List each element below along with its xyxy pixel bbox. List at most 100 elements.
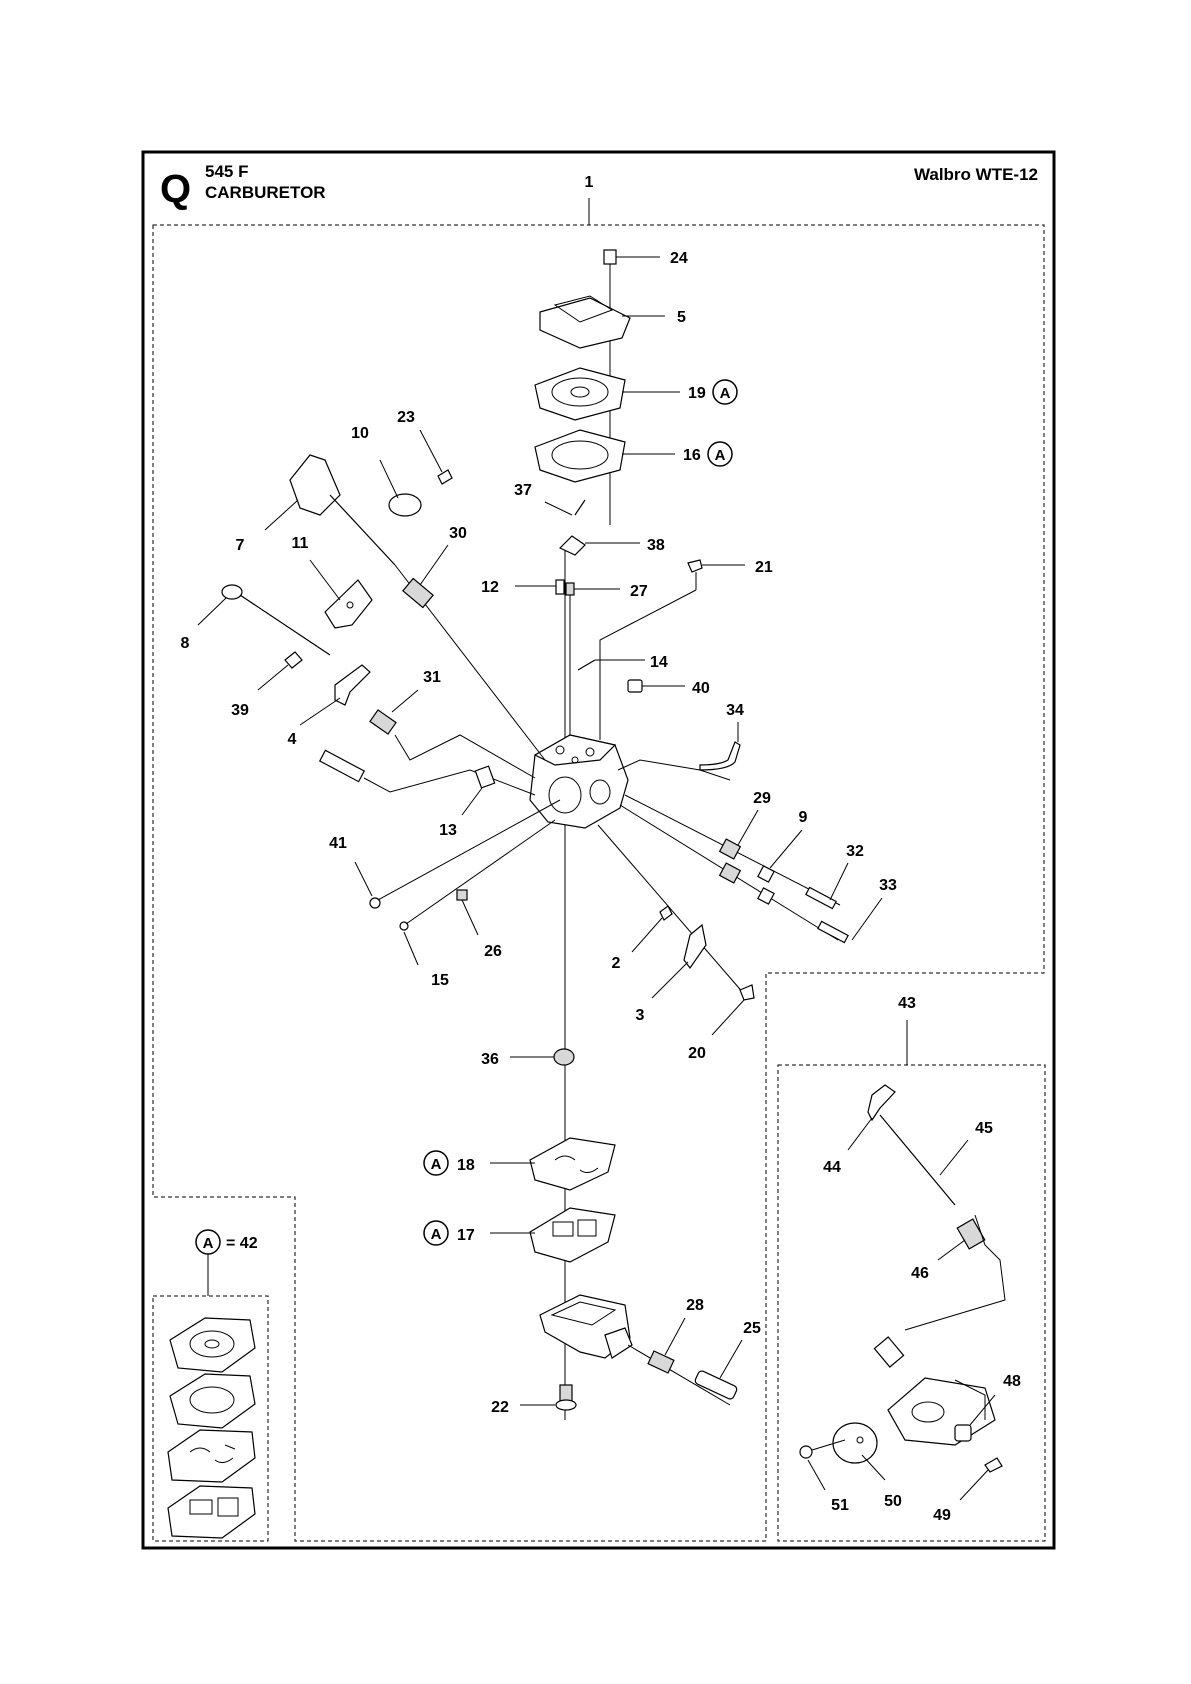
callout-19: 19: [688, 385, 706, 402]
hose-34: [617, 722, 741, 781]
callout-24: 24: [670, 250, 688, 267]
plug-41: [354, 799, 561, 909]
kit-marker-letter: A: [203, 1235, 214, 1252]
axis-lever: [597, 824, 746, 996]
callout-33: 33: [879, 877, 897, 894]
marker-a-16-letter: A: [715, 447, 726, 464]
shaft-45: [879, 1114, 969, 1206]
needle-25: [694, 1339, 743, 1400]
nut-51: [799, 1439, 846, 1491]
callout-38: 38: [647, 537, 665, 554]
callout-13: 13: [439, 822, 457, 839]
callout-22: 22: [491, 1399, 509, 1416]
callout-18: 18: [457, 1157, 475, 1174]
spring-30: [402, 544, 449, 609]
gasket-18: [490, 1137, 616, 1191]
pin-37: [544, 499, 586, 516]
lever-3: [651, 923, 707, 999]
marker-a-18: [423, 1150, 449, 1176]
filter-screen-36: [510, 1048, 575, 1066]
fitting-13: [461, 765, 496, 816]
spring-26: [456, 889, 479, 936]
throttle-shaft-7: [264, 454, 546, 761]
housing-43: [887, 1377, 996, 1446]
callout-9: 9: [799, 809, 808, 826]
fitting-48: [954, 1394, 996, 1442]
screw-49: [959, 1457, 1003, 1501]
screw-23: [419, 429, 453, 485]
kit-gasket-1: [169, 1373, 256, 1429]
callout-2: 2: [612, 955, 621, 972]
callout-45: 45: [975, 1120, 993, 1137]
callout-40: 40: [692, 680, 710, 697]
outer-frame: [141, 150, 1056, 1550]
callout-37: 37: [514, 482, 532, 499]
screw-33: [817, 897, 883, 944]
spring-46: [904, 1214, 1006, 1331]
spring-27: [565, 582, 620, 596]
marker-a-17-letter: A: [431, 1226, 442, 1243]
disc-50: [832, 1422, 886, 1481]
marker-a-19: [712, 379, 738, 405]
callout-20: 20: [688, 1045, 706, 1062]
callout-10: 10: [351, 425, 369, 442]
screw-22: [520, 1384, 577, 1411]
screw-32: [805, 862, 849, 910]
choke-shaft-8: [197, 584, 331, 656]
choke-valve-11: [309, 559, 373, 629]
callout-44: 44: [823, 1159, 841, 1176]
callout-11: 11: [292, 535, 309, 552]
choke-lever-4: [299, 664, 371, 726]
subassembly-43-boundary: [777, 1064, 1046, 1542]
marker-a-17: [423, 1220, 449, 1246]
screw-20: [711, 984, 755, 1036]
callout-39: 39: [231, 702, 249, 719]
callout-43: 43: [898, 995, 916, 1012]
gasket-16: [534, 429, 675, 483]
kit-diaphragm-2: [167, 1485, 256, 1539]
callout-21: 21: [755, 559, 773, 576]
carburetor-body: [529, 734, 629, 829]
callout-50: 50: [884, 1493, 902, 1510]
assembly-boundary: [152, 224, 1045, 1542]
lever-44: [847, 1084, 896, 1151]
callout-17: 17: [457, 1227, 475, 1244]
pump-cover-5: [539, 295, 665, 349]
spring-29: [718, 809, 759, 884]
callout-32: 32: [846, 843, 864, 860]
marker-a-18-letter: A: [431, 1156, 442, 1173]
kit-gasket-2: [167, 1429, 256, 1483]
callout-36: 36: [481, 1051, 499, 1068]
callout-3: 3: [636, 1007, 645, 1024]
washer-9: [757, 829, 803, 905]
section-letter: Q: [160, 167, 191, 211]
kit-box: [152, 1295, 269, 1542]
spring-31: [369, 689, 536, 779]
diaphragm-19: [534, 367, 680, 421]
sleeve: [318, 749, 536, 796]
page-title: CARBURETOR: [205, 183, 326, 202]
marker-a-16: [707, 441, 733, 467]
callout-26: 26: [484, 943, 502, 960]
plug-40: [627, 679, 685, 693]
screw-39: [257, 651, 303, 691]
model-label: 545 F: [205, 162, 248, 181]
kit-diaphragm-1: [169, 1317, 256, 1373]
callout-28: 28: [686, 1297, 704, 1314]
callout-29: 29: [753, 790, 771, 807]
marker-a-19-letter: A: [720, 385, 731, 402]
callout-51: 51: [831, 1497, 849, 1514]
callout-30: 30: [449, 525, 467, 542]
sleeve-43: [873, 1336, 905, 1368]
callout-8: 8: [181, 635, 190, 652]
spring-28: [647, 1317, 686, 1374]
needle-12: [515, 579, 565, 595]
callout-1: 1: [585, 174, 594, 191]
metering-cover: [539, 1294, 633, 1359]
callout-23: 23: [397, 409, 415, 426]
callout-7: 7: [236, 537, 245, 554]
carb-model-label: Walbro WTE-12: [914, 165, 1038, 184]
callout-4: 4: [288, 731, 297, 748]
callout-5: 5: [677, 309, 686, 326]
ball-15: [399, 819, 556, 966]
